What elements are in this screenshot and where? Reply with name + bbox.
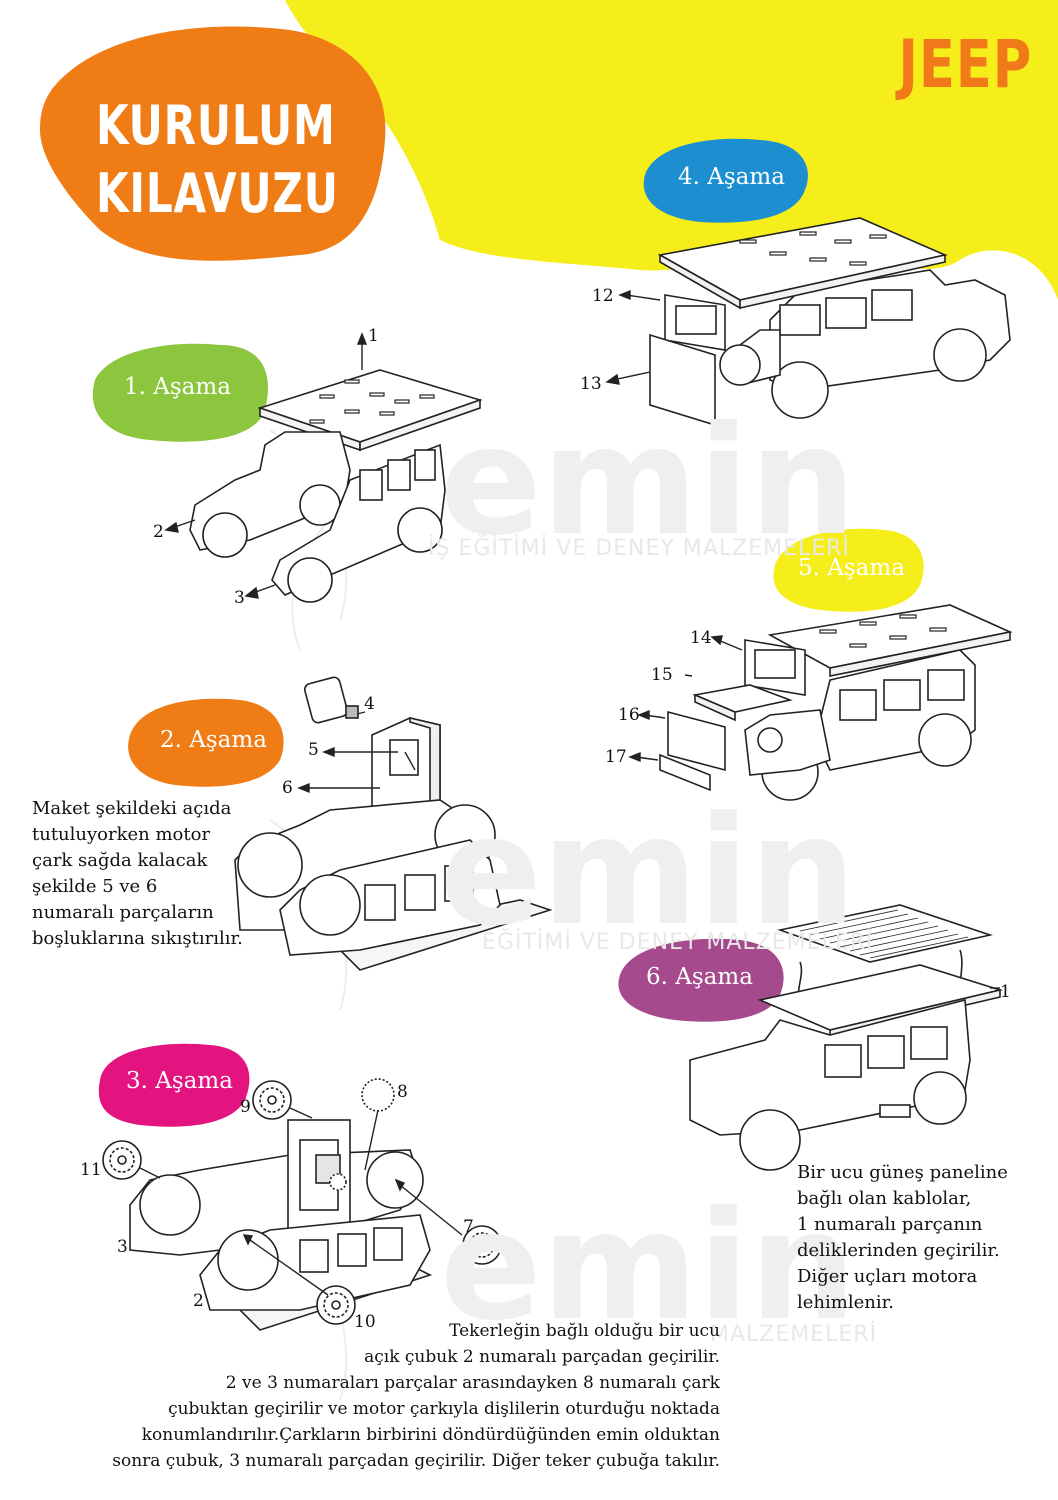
stage6-drawing — [689, 904, 1004, 1171]
instruction-line: şekilde 5 ve 6 — [32, 876, 158, 897]
instruction-line: konumlandırılır.Çarkların birbirini dönd… — [141, 1425, 720, 1445]
part-number: 1 — [368, 326, 379, 346]
stage-1-label: 1. Aşama — [124, 374, 231, 400]
stage6-blob — [618, 938, 784, 1022]
stage4-blob — [643, 138, 808, 223]
part-number: 10 — [354, 1312, 376, 1332]
part-number: 12 — [592, 286, 614, 306]
wheel-7 — [462, 1225, 502, 1265]
watermark-logo-2: emin — [440, 785, 857, 959]
wheel-10 — [316, 1285, 356, 1325]
part-number: 11 — [80, 1160, 102, 1180]
stage-2-label: 2. Aşama — [160, 727, 267, 753]
title-orange-shape — [40, 26, 386, 261]
stage-4-label: 4. Aşama — [678, 164, 785, 190]
brand-label: JEEP — [898, 26, 1032, 103]
watermark-logo-3: emin — [440, 1180, 857, 1354]
page-title: KURULUM KILAVUZU — [96, 92, 339, 228]
part-number: 5 — [308, 740, 319, 760]
part-number: 3 — [117, 1237, 128, 1257]
stage4-drawing — [649, 217, 1011, 427]
instruction-line: 1 numaralı parçanın — [797, 1214, 983, 1235]
stage4-arrows — [605, 289, 661, 385]
instruction-line: Bir ucu güneş paneline — [797, 1162, 1008, 1183]
instruction-line: açık çubuk 2 numaralı parçadan geçirilir… — [364, 1347, 720, 1367]
watermark-logo-1: emin — [440, 395, 857, 569]
part-number: 14 — [690, 628, 712, 648]
instruction-line: lehimlenir. — [797, 1292, 894, 1313]
instruction-line: çark sağda kalacak — [32, 850, 208, 871]
instruction-line: numaralı parçaların — [32, 902, 214, 923]
part-number: 17 — [605, 747, 627, 767]
stage2-arrows — [297, 711, 416, 794]
part-number: 8 — [397, 1082, 408, 1102]
watermark-tagline-3: MALZEMELERİ — [710, 1322, 878, 1347]
stage5-blob — [773, 528, 924, 612]
instruction-line: Maket şekildeki açıda — [32, 798, 232, 819]
part-number: 16 — [618, 705, 640, 725]
part-number: 6 — [282, 778, 293, 798]
stage-2-instructions: Maket şekildeki açıda tutuluyorken motor… — [32, 796, 282, 952]
wheel-11 — [102, 1140, 142, 1180]
instruction-line: tutuluyorken motor — [32, 824, 211, 845]
stage1-drawing — [189, 369, 483, 603]
stage-3-instructions: Tekerleğin bağlı olduğu bir ucu açık çub… — [40, 1318, 720, 1474]
instruction-line: Tekerleğin bağlı olduğu bir ucu — [449, 1321, 720, 1341]
stage2-blob — [128, 698, 284, 787]
part-number: 1 — [1000, 982, 1011, 1002]
part-number: 2 — [153, 522, 164, 542]
stage3-arrows — [139, 1107, 463, 1296]
instruction-line: Diğer uçları motora — [797, 1266, 978, 1287]
stage-6-instructions: Bir ucu güneş paneline bağlı olan kablol… — [797, 1160, 1037, 1316]
part-number: 4 — [364, 694, 375, 714]
watermark-tagline-1: İŞ EĞİTİMİ VE DENEY MALZEMELERİ — [428, 536, 850, 561]
watermark-tagline-2: EĞİTİMİ VE DENEY MALZEMELERİ — [482, 930, 874, 955]
part-number: 7 — [463, 1217, 474, 1237]
stage5-arrows — [628, 635, 743, 763]
part-number: 2 — [193, 1291, 204, 1311]
title-line-1: KURULUM — [96, 94, 336, 157]
wheel-9 — [252, 1080, 292, 1120]
stage5-drawing — [659, 604, 1013, 801]
part-number: 3 — [234, 588, 245, 608]
part-number: 13 — [580, 374, 602, 394]
instruction-line: bağlı olan kablolar, — [797, 1188, 972, 1209]
instruction-line: sonra çubuk, 3 numaralı parçadan geçiril… — [112, 1451, 720, 1471]
stage3-drawing — [102, 1078, 502, 1331]
stage1-blob — [92, 343, 268, 442]
instruction-line: 2 ve 3 numaraları parçalar arasındayken … — [225, 1373, 720, 1393]
stage-6-label: 6. Aşama — [646, 964, 753, 990]
stage1-arrows — [164, 332, 368, 599]
title-line-2: KILAVUZU — [96, 162, 339, 225]
part-number: 15 — [651, 665, 673, 685]
part-number: 9 — [240, 1097, 251, 1117]
stage-3-label: 3. Aşama — [126, 1068, 233, 1094]
stage2-drawing — [234, 676, 553, 971]
instruction-line: çubuktan geçirilir ve motor çarkıyla diş… — [168, 1399, 720, 1419]
instruction-line: boşluklarına sıkıştırılır. — [32, 928, 243, 949]
stage-5-label: 5. Aşama — [798, 555, 905, 581]
instruction-line: deliklerinden geçirilir. — [797, 1240, 1000, 1261]
stage3-blob — [98, 1043, 250, 1127]
